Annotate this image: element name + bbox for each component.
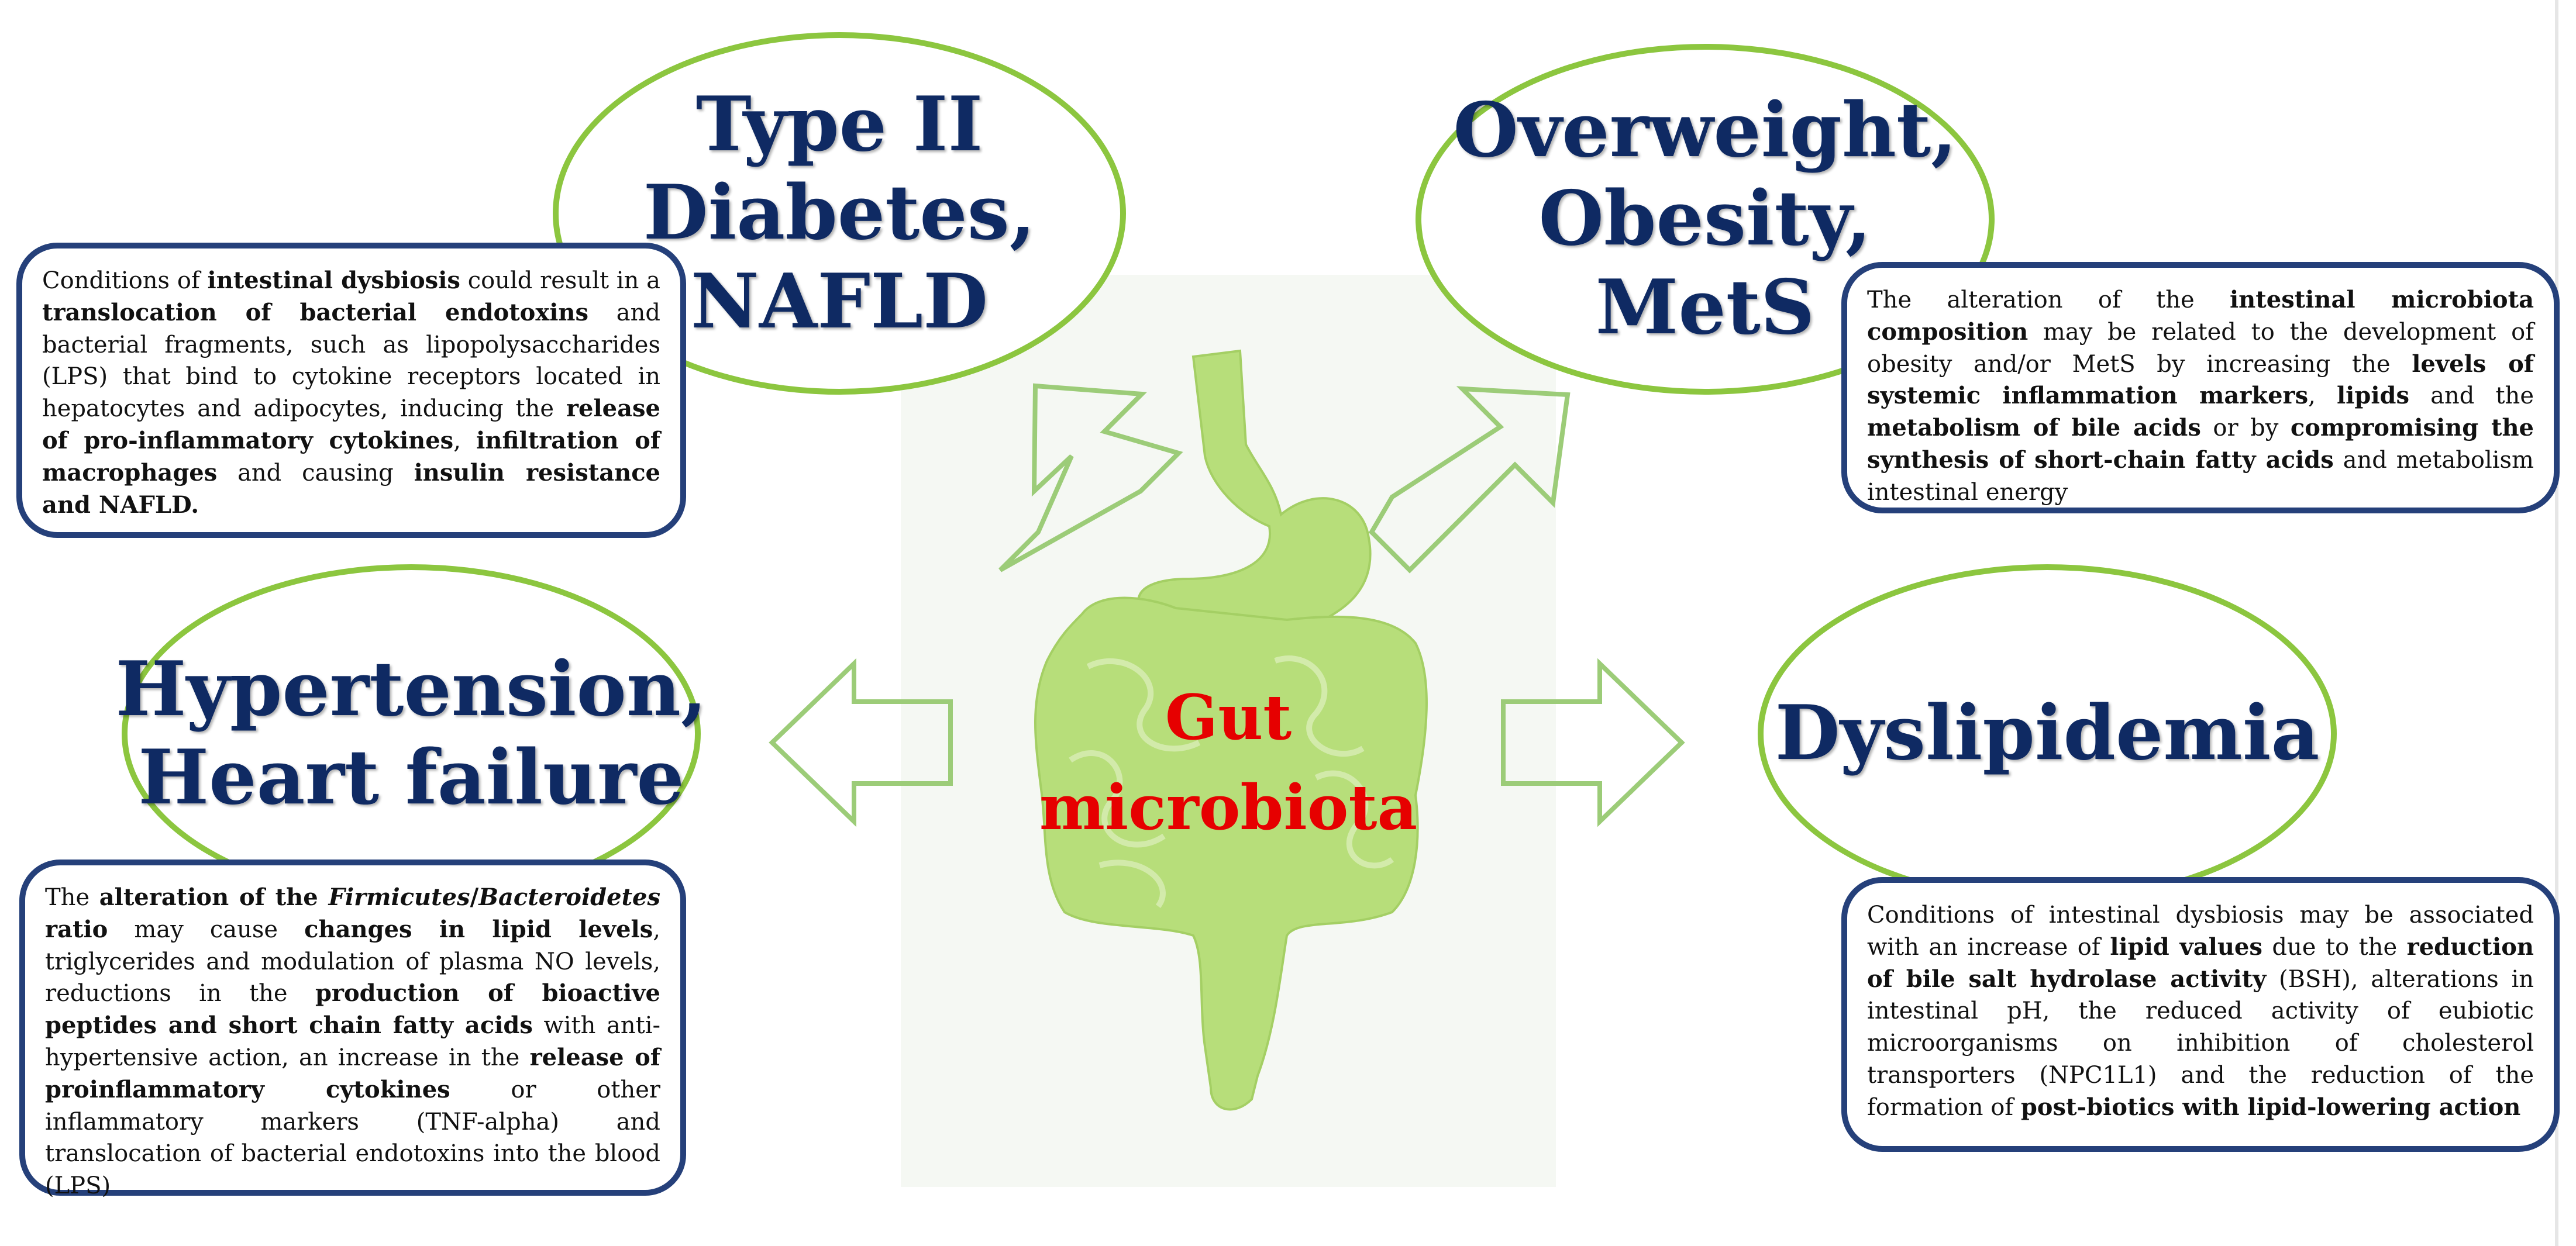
dyslipidemia-description-segment: lipid values [2110, 933, 2262, 961]
dyslipidemia-description: Conditions of intestinal dysbiosis may b… [1867, 899, 2534, 1124]
dyslipidemia-ellipse: Dyslipidemia [1758, 564, 2337, 903]
diabetes-description-segment: infiltration of macrophages [42, 426, 660, 486]
obesity-description-segment: or by [2200, 415, 2291, 442]
intestine-coils [1069, 655, 1394, 908]
obesity-description-segment: The alteration of the [1867, 287, 2230, 313]
digestive-tract-icon [1034, 349, 1428, 1111]
obesity-description-segment: intestinal microbiota composition [1867, 286, 2534, 346]
hypertension-description-segment: ratio [45, 915, 108, 943]
page-edge-line [2555, 0, 2558, 1246]
dyslipidemia-description-segment: (BSH), alterations in intestinal pH, the… [1867, 965, 2534, 1121]
arrow-up-right [1368, 386, 1571, 574]
diabetes-description-segment: , [453, 427, 477, 454]
center-title: Gut microbiota [1039, 681, 1418, 844]
hypertension-title: Hypertension, Heart failure [115, 645, 707, 822]
obesity-description-segment: compromising the synthesis of short-chai… [1867, 414, 2534, 474]
obesity-description-segment: levels of systemic inflammation markers [1867, 350, 2534, 410]
hypertension-description-segment: alteration of the [99, 883, 329, 911]
hypertension-description-segment: Firmicutes [328, 883, 470, 911]
diabetes-description: Conditions of intestinal dysbiosis could… [42, 265, 660, 521]
hypertension-description-segment: release of proinflammatory cytokines [45, 1043, 660, 1103]
diabetes-description-box: Conditions of intestinal dysbiosis could… [16, 243, 686, 538]
hypertension-description-box: The alteration of the Firmicutes/Bactero… [19, 860, 686, 1199]
diabetes-description-segment: and bacterial fragments, such as lipopol… [42, 299, 660, 423]
obesity-ellipse: Overweight, Obesity, MetS [1416, 44, 1995, 395]
arrow-up-left [998, 383, 1183, 572]
hypertension-description-segment: / [470, 883, 479, 911]
obesity-description-segment: and metabolism intestinal energy [1867, 446, 2534, 506]
dyslipidemia-title: Dyslipidemia [1775, 689, 2320, 778]
hypertension-description-segment: The [45, 884, 99, 911]
diabetes-description-segment: release of pro-inflammatory cytokines [42, 395, 660, 454]
diabetes-description-segment: Conditions of [42, 267, 208, 294]
arrow-left [769, 658, 953, 827]
dyslipidemia-description-segment: Conditions of intestinal dysbiosis may b… [1867, 902, 2534, 961]
arrow-right [1501, 658, 1685, 827]
obesity-description-segment: metabolism of bile acids [1867, 414, 2201, 442]
obesity-description-segment: may be related to the development of obe… [1867, 318, 2534, 378]
diabetes-description-segment: insulin resistance and NAFLD. [42, 458, 660, 519]
dyslipidemia-description-box: Conditions of intestinal dysbiosis may b… [1841, 877, 2560, 1152]
obesity-title: Overweight, Obesity, MetS [1453, 87, 1957, 351]
obesity-description-segment: , [2308, 382, 2337, 410]
hypertension-description-segment: Bacteroidetes [478, 883, 661, 911]
diabetes-title: Type II Diabetes, NAFLD [643, 81, 1036, 346]
obesity-description-box: The alteration of the intestinal microbi… [1841, 262, 2560, 513]
diabetes-description-segment: could result in a [460, 267, 661, 294]
diabetes-description-segment: translocation of bacterial endotoxins [42, 298, 588, 326]
hypertension-ellipse: Hypertension, Heart failure [116, 564, 707, 903]
obesity-description-segment: lipids [2336, 382, 2410, 410]
dyslipidemia-description-segment: reduction of bile salt hydrolase activit… [1867, 933, 2534, 993]
dyslipidemia-description-segment: due to the [2262, 933, 2407, 961]
diabetes-description-segment: and causing [217, 459, 414, 486]
diabetes-ellipse: Type II Diabetes, NAFLD [553, 32, 1126, 395]
diabetes-description-segment: intestinal dysbiosis [207, 267, 460, 294]
hypertension-description-segment: , triglycerides and modulation of plasma… [45, 916, 660, 1007]
obesity-description: The alteration of the intestinal microbi… [1867, 284, 2534, 509]
dyslipidemia-description-segment: post-biotics with lipid-lowering action [2020, 1093, 2521, 1121]
hypertension-description-segment: changes in lipid levels [304, 915, 653, 943]
hypertension-description-segment: or other inflammatory markers (TNF-alpha… [45, 1076, 660, 1200]
obesity-description-segment: and the [2409, 382, 2534, 410]
hypertension-description-segment: with anti-hypertensive action, an increa… [45, 1012, 660, 1071]
hypertension-description-segment: production of bioactive peptides and sho… [45, 979, 660, 1040]
hypertension-description-segment: may cause [108, 916, 305, 943]
hypertension-description: The alteration of the Firmicutes/Bactero… [45, 882, 660, 1202]
